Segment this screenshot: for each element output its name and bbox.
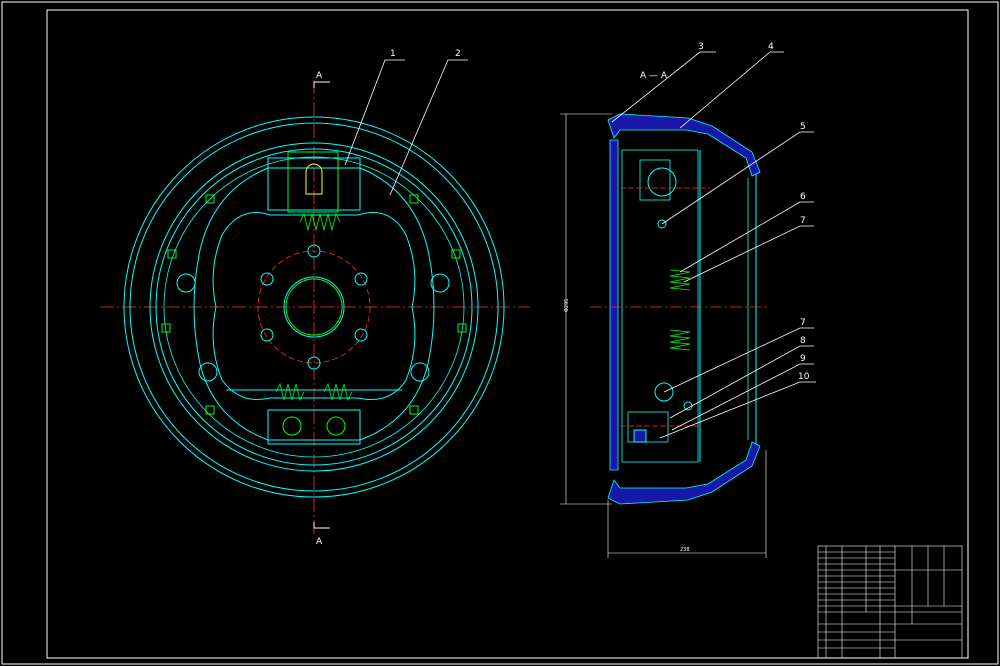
- leader-5: [661, 131, 814, 225]
- section-cylinder: [647, 167, 677, 197]
- cylinder-keyhole: [305, 163, 323, 195]
- bolt-hole: [354, 328, 368, 342]
- hub-bolt-circle: [257, 250, 371, 364]
- drum-ring-5: [163, 156, 465, 458]
- drum-section-top: [607, 113, 761, 177]
- side-pin-left-lower: [198, 362, 218, 382]
- leader-2: [389, 59, 468, 196]
- anchor-pin-right: [326, 416, 346, 436]
- bolt-hole: [307, 356, 321, 370]
- drum-outer-ring: [123, 116, 505, 498]
- lining-clip: [205, 194, 215, 204]
- brake-shoe-outline: [193, 167, 435, 441]
- front-view: A A: [100, 49, 530, 547]
- leader-1: [344, 59, 405, 166]
- callout-10: 10: [798, 372, 810, 382]
- bottom-spring-right: [323, 382, 353, 402]
- section-spring-upper: [669, 269, 691, 291]
- anchor-pin-left: [282, 416, 302, 436]
- leader-10: [659, 381, 816, 439]
- callout-1: 1: [390, 49, 396, 59]
- backing-plate-outline: [212, 212, 416, 400]
- section-spring-lower: [669, 329, 691, 351]
- bolt-hole: [260, 328, 274, 342]
- lining-clip: [167, 249, 177, 259]
- lining-clip: [451, 249, 461, 259]
- section-pin-7: [654, 382, 674, 402]
- leader-3: [611, 51, 716, 123]
- leader-9: [671, 363, 814, 431]
- section-anchor: [627, 411, 669, 443]
- side-pin-right-lower: [410, 362, 430, 382]
- leader-8: [669, 345, 814, 419]
- side-pin-left-upper: [176, 273, 196, 293]
- callout-9: 9: [800, 354, 806, 364]
- hub-outer: [283, 276, 345, 338]
- section-pin-small: [683, 401, 693, 411]
- lining-clip: [409, 194, 419, 204]
- section-mark-bottom: A: [316, 537, 323, 547]
- bolt-hole: [307, 244, 321, 258]
- section-cylinder-body: [639, 159, 671, 201]
- side-pin-right-upper: [430, 273, 450, 293]
- callout-7b: 7: [800, 318, 806, 328]
- lining-clip: [457, 323, 467, 333]
- section-view: A — A 3 4 5 6: [560, 42, 816, 558]
- section-arrow-bottom: [313, 522, 330, 529]
- section-anchor-fill: [633, 429, 647, 443]
- callout-5: 5: [800, 122, 806, 132]
- lining-clip: [409, 405, 419, 415]
- callout-8: 8: [800, 336, 806, 346]
- shoe-web: [621, 149, 699, 463]
- title-block: [817, 545, 963, 659]
- wheel-cylinder: [267, 157, 361, 211]
- callout-7a: 7: [800, 216, 806, 226]
- leader-7b: [663, 327, 814, 393]
- dim-height-text: Φ295: [564, 299, 570, 312]
- bolt-hole: [354, 272, 368, 286]
- dim-width-text: 238: [680, 547, 690, 553]
- callout-4: 4: [768, 42, 774, 52]
- title-block-frame: [817, 545, 963, 659]
- lining-clip: [205, 405, 215, 415]
- drum-section-bottom: [607, 441, 761, 505]
- callout-6: 6: [800, 192, 806, 202]
- drum-ring-4: [155, 148, 473, 466]
- hub-inner: [285, 278, 343, 336]
- drum-ring-2: [129, 122, 499, 492]
- section-mark-top: A: [316, 71, 323, 81]
- callout-2: 2: [455, 49, 461, 59]
- bottom-spring-left: [275, 382, 305, 402]
- inner-frame: [46, 9, 969, 659]
- leader-6: [679, 201, 814, 273]
- callout-3: 3: [698, 42, 704, 52]
- section-arrow-top: [313, 81, 330, 88]
- drum-ring-3: [149, 142, 479, 472]
- anchor-block: [267, 409, 361, 445]
- lining-clip: [161, 323, 171, 333]
- backing-plate-section: [609, 139, 619, 471]
- section-pin-5: [657, 219, 667, 229]
- leader-4: [679, 51, 784, 129]
- wheel-cylinder-inner: [287, 151, 339, 213]
- leader-7a: [683, 225, 814, 283]
- bolt-hole: [260, 272, 274, 286]
- top-spring: [299, 212, 341, 231]
- section-title: A — A: [640, 71, 668, 81]
